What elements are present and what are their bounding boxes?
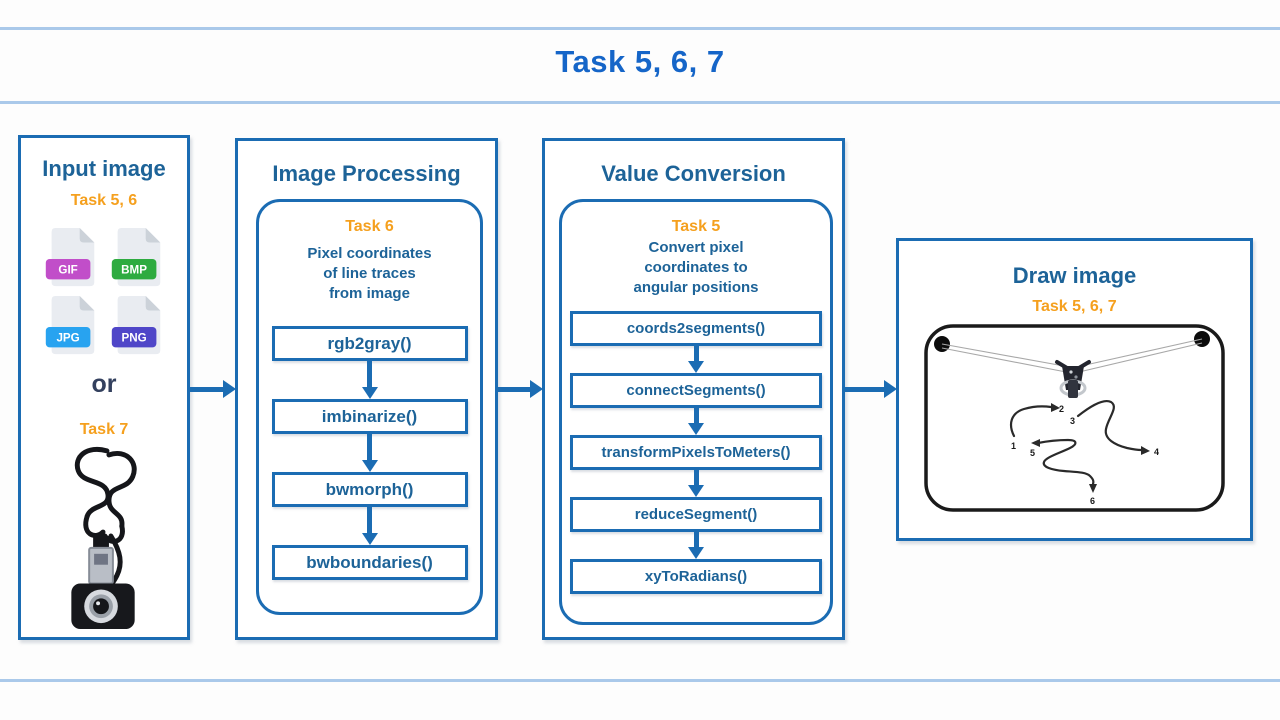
fn-bwboundaries: bwboundaries() [271,545,468,580]
png-file-icon: PNG [109,294,165,358]
down-arrow-icon [688,470,704,497]
down-arrow-icon [361,507,378,545]
fn-bwmorph: bwmorph() [271,472,468,507]
conversion-description-line3: angular positions [633,279,759,296]
value-conversion-title: Value Conversion [601,161,786,186]
conversion-description-line1: Convert pixel [648,239,744,256]
top-separator-line [0,27,1280,30]
header-separator-line [0,101,1280,104]
bmp-doc-shape: BMP [111,227,161,287]
input-task56-label: Task 5, 6 [70,192,138,209]
input-image-title: Input image [42,156,166,181]
or-label: or [91,370,117,398]
png-doc-shape: PNG [111,295,161,355]
drawn-line-traces [1009,400,1142,486]
right-arrow-icon [844,380,897,398]
svg-text:3: 3 [1070,416,1075,426]
svg-text:1: 1 [1011,441,1016,451]
conversion-description-line2: coordinates to [644,259,748,276]
image-processing-panel: Image Processing Task 6 Pixel coordinate… [235,138,498,640]
conversion-description: Convert pixel coordinates to angular pos… [562,238,830,298]
svg-text:4: 4 [1154,447,1159,457]
fn-transformpixelstometers: transformPixelsToMeters() [570,435,822,470]
trace-arrowheads [1030,403,1150,493]
trace-waypoint-numbers: 1 2 3 4 5 6 [1011,404,1159,506]
processing-description-line3: from image [329,285,410,302]
svg-text:BMP: BMP [121,264,147,277]
svg-text:6: 6 [1090,496,1095,506]
processing-description-line2: of line traces [323,265,416,282]
fn-imbinarize: imbinarize() [271,399,468,434]
image-processing-title: Image Processing [272,161,461,186]
right-arrow-icon [189,380,236,398]
task6-subpanel: Task 6 Pixel coordinates of line traces … [256,199,483,615]
input-task7-label: Task 7 [79,421,129,438]
bmp-file-icon: BMP [109,226,165,290]
draw-task567-label: Task 5, 6, 7 [1032,298,1117,315]
file-format-grid: GIF BMP JPG [43,226,165,358]
jpg-file-icon: JPG [43,294,99,358]
drawing-robot [1054,360,1091,398]
draw-image-panel: Draw image Task 5, 6, 7 [896,238,1253,541]
gif-file-icon: GIF [43,226,99,290]
conversion-function-stack: coords2segments() connectSegments() tran… [562,311,830,594]
processing-description: Pixel coordinates of line traces from im… [259,244,480,304]
hanging-strings [941,338,1202,373]
task5-label: Task 5 [671,218,721,235]
down-arrow-icon [361,361,378,399]
right-arrow-icon [497,380,543,398]
task5-subpanel: Task 5 Convert pixel coordinates to angu… [559,199,833,625]
down-arrow-icon [688,346,704,373]
svg-text:JPG: JPG [56,332,79,345]
task6-label: Task 6 [345,218,394,235]
fn-connectsegments: connectSegments() [570,373,822,408]
value-conversion-panel: Value Conversion Task 5 Convert pixel co… [542,138,845,640]
down-arrow-icon [361,434,378,472]
page-title: Task 5, 6, 7 [555,44,725,79]
bottom-separator-line [0,679,1280,682]
down-arrow-icon [688,408,704,435]
processing-description-line1: Pixel coordinates [307,245,432,262]
gif-doc-shape: GIF [45,227,95,287]
down-arrow-icon [688,532,704,559]
jpg-doc-shape: JPG [45,295,95,355]
input-image-panel: Input image Task 5, 6 GIF BMP [18,135,190,640]
fn-coords2segments: coords2segments() [570,311,822,346]
processing-function-stack: rgb2gray() imbinarize() bwmorph() bwboun… [259,326,480,580]
svg-text:GIF: GIF [58,264,77,277]
svg-text:5: 5 [1030,448,1035,458]
fn-rgb2gray: rgb2gray() [271,326,468,361]
svg-text:PNG: PNG [121,332,146,345]
draw-image-title: Draw image [1012,263,1137,288]
usb-webcam-icon [71,447,137,630]
svg-text:2: 2 [1059,404,1064,414]
fn-xytoradians: xyToRadians() [570,559,822,594]
fn-reducesegment: reduceSegment() [570,497,822,532]
plotter-whiteboard-illustration: 1 2 3 4 5 6 [923,324,1225,512]
